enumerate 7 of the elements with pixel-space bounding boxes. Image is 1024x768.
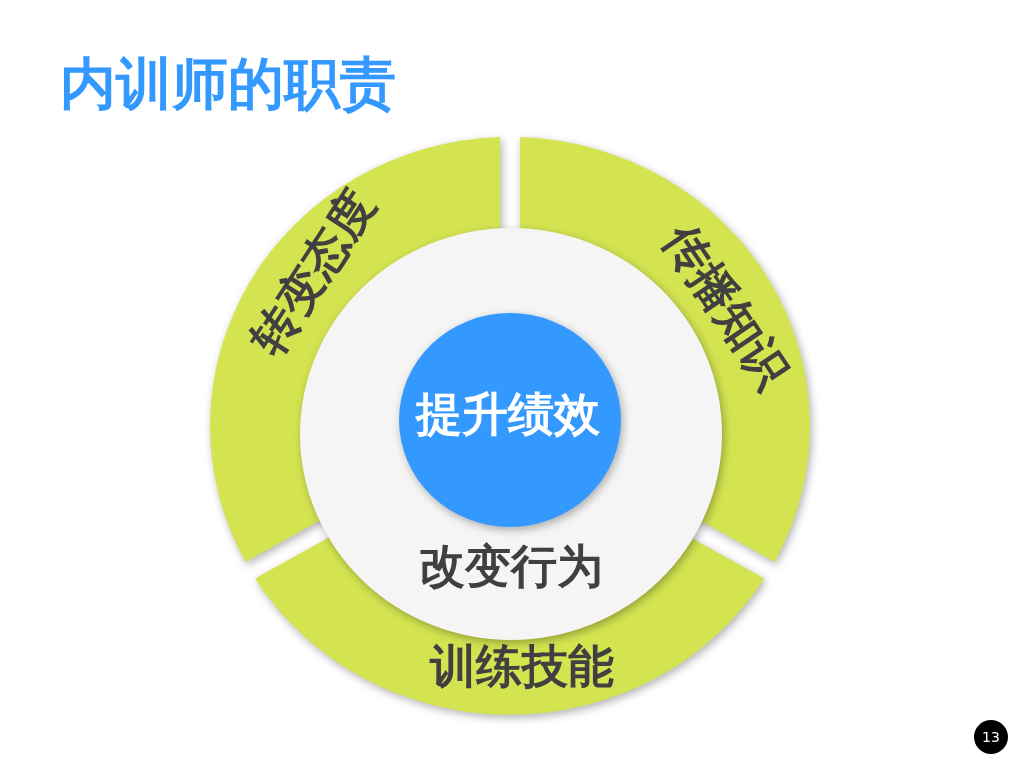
segment-label: 传播知识 [656,216,798,396]
center-label: 提升绩效 [416,391,600,437]
segment-label: 转变态度 [243,182,383,362]
segment-label: 训练技能 [430,643,614,689]
slide-title: 内训师的职责 [60,56,396,112]
page-number: 13 [974,720,1008,754]
circle-label: 改变行为 [419,543,603,589]
